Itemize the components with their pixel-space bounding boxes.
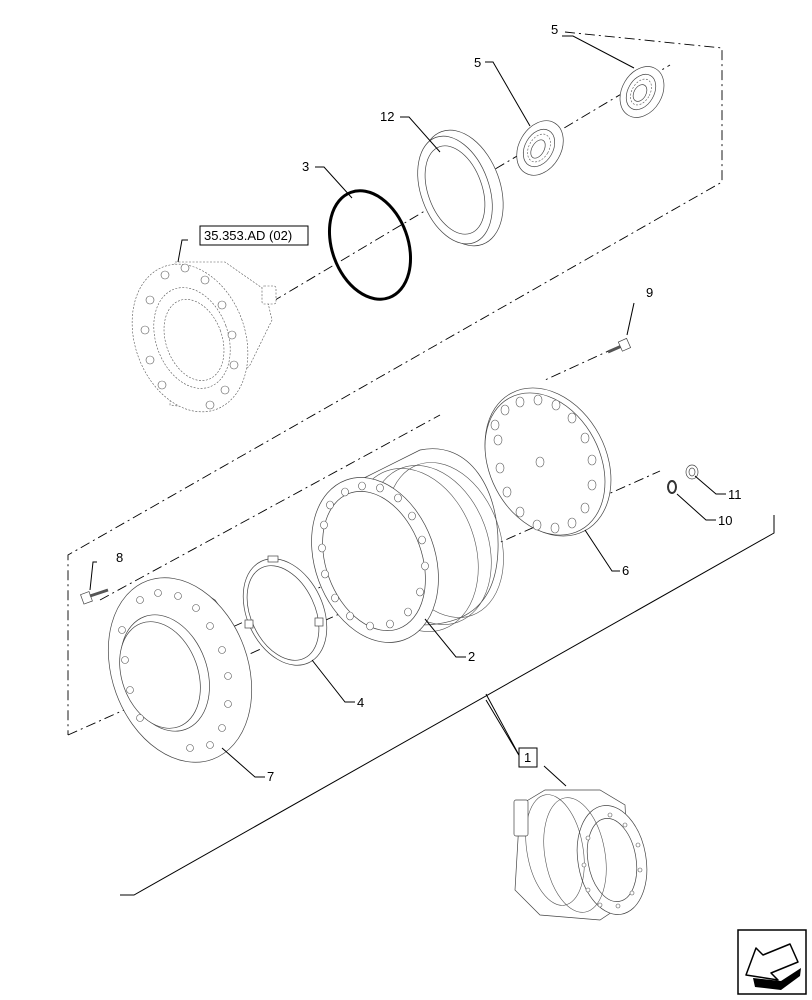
part-5-bearing-upper[interactable] <box>611 59 673 126</box>
reference-hub <box>131 261 277 413</box>
assembled-final-drive[interactable] <box>513 789 655 921</box>
part-8-screw[interactable] <box>80 588 109 605</box>
callout-3[interactable]: 3 <box>302 159 309 174</box>
callout-1-box[interactable]: 1 <box>518 747 538 768</box>
reference-label: 35.353.AD (02) <box>204 228 292 243</box>
part-3-o-ring[interactable] <box>315 179 425 310</box>
part-2-housing[interactable] <box>290 446 524 660</box>
callout-6[interactable]: 6 <box>622 563 629 578</box>
callout-8[interactable]: 8 <box>116 550 123 565</box>
part-4-lock-ring[interactable] <box>227 545 343 679</box>
callout-4[interactable]: 4 <box>357 695 364 710</box>
part-6-cover[interactable] <box>460 366 636 558</box>
callout-9[interactable]: 9 <box>646 285 653 300</box>
part-10-washer[interactable] <box>667 480 677 494</box>
reference-callout[interactable]: 35.353.AD (02) <box>199 225 309 246</box>
callout-10[interactable]: 10 <box>718 513 732 528</box>
part-5-bearing-lower[interactable] <box>507 112 572 183</box>
part-11-plug[interactable] <box>685 464 699 480</box>
arrow-back-icon[interactable] <box>737 929 807 995</box>
callout-7[interactable]: 7 <box>267 769 274 784</box>
callout-labels: 5 5 12 3 9 11 10 6 2 4 7 8 <box>116 22 742 784</box>
callout-12[interactable]: 12 <box>380 109 394 124</box>
part-12-washer[interactable] <box>404 119 518 258</box>
callout-5-lower[interactable]: 5 <box>474 55 481 70</box>
callout-1: 1 <box>524 750 531 765</box>
part-7-flange[interactable] <box>84 557 277 782</box>
callout-11[interactable]: 11 <box>728 487 742 502</box>
leader-lines <box>89 35 775 896</box>
callout-2[interactable]: 2 <box>468 649 475 664</box>
part-9-bolt[interactable] <box>607 337 632 354</box>
callout-5-upper[interactable]: 5 <box>551 22 558 37</box>
